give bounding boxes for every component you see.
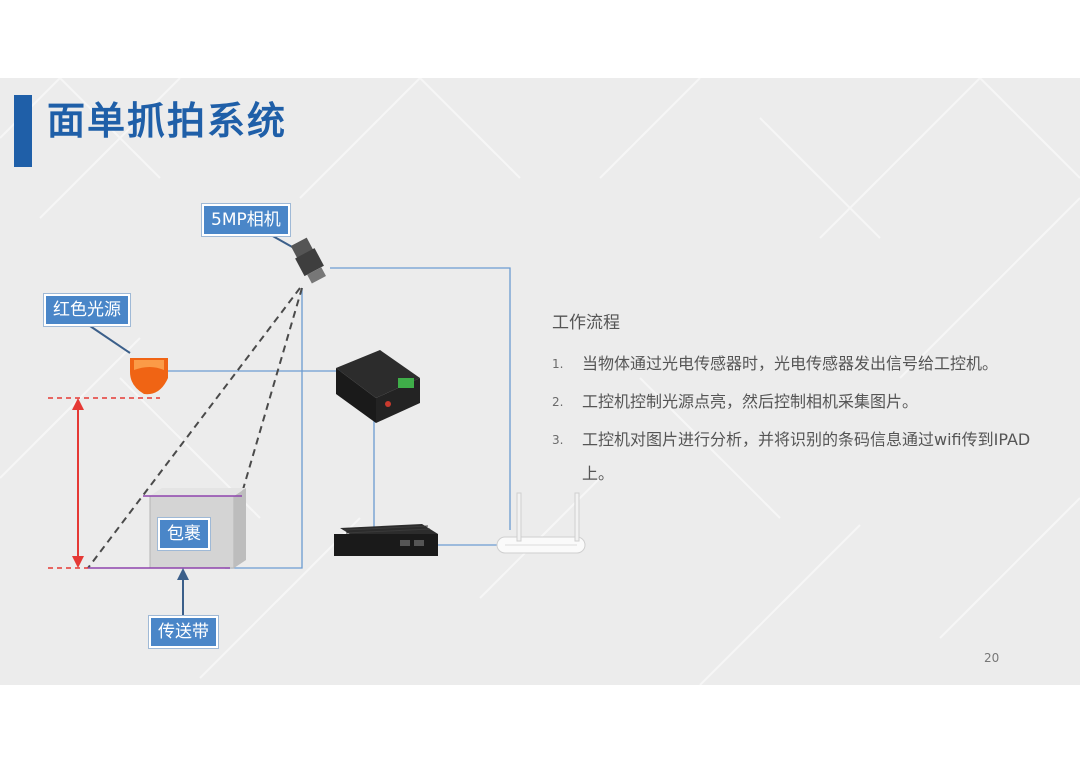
height-marker [48, 398, 160, 568]
light-label: 红色光源 [44, 294, 130, 326]
step-number: 3. [552, 423, 563, 457]
control-box-icon [336, 350, 420, 423]
workflow-step: 1. 当物体通过光电传感器时，光电传感器发出信号给工控机。 [552, 347, 1062, 381]
workflow-panel: 工作流程 1. 当物体通过光电传感器时，光电传感器发出信号给工控机。 2. 工控… [552, 308, 1062, 495]
step-text: 工控机控制光源点亮，然后控制相机采集图片。 [582, 392, 918, 411]
page-number: 20 [984, 651, 999, 665]
workflow-step: 3. 工控机对图片进行分析，并将识别的条码信息通过wifi传到IPAD上。 [552, 423, 1062, 491]
step-text: 当物体通过光电传感器时，光电传感器发出信号给工控机。 [582, 354, 998, 373]
workflow-step: 2. 工控机控制光源点亮，然后控制相机采集图片。 [552, 385, 1062, 419]
industrial-pc-icon [334, 524, 438, 556]
step-number: 2. [552, 385, 563, 419]
package-label: 包裹 [158, 518, 210, 550]
light-pointer-arrow [90, 326, 130, 353]
slide: 面单抓拍系统 [0, 78, 1080, 685]
step-text: 工控机对图片进行分析，并将识别的条码信息通过wifi传到IPAD上。 [582, 430, 1030, 483]
workflow-title: 工作流程 [552, 308, 1062, 333]
step-number: 1. [552, 347, 563, 381]
camera-label: 5MP相机 [202, 204, 290, 236]
camera-icon [289, 237, 329, 285]
workflow-steps: 1. 当物体通过光电传感器时，光电传感器发出信号给工控机。 2. 工控机控制光源… [552, 347, 1062, 491]
conveyor-label: 传送带 [149, 616, 218, 648]
conveyor-pointer-arrow [177, 568, 189, 623]
